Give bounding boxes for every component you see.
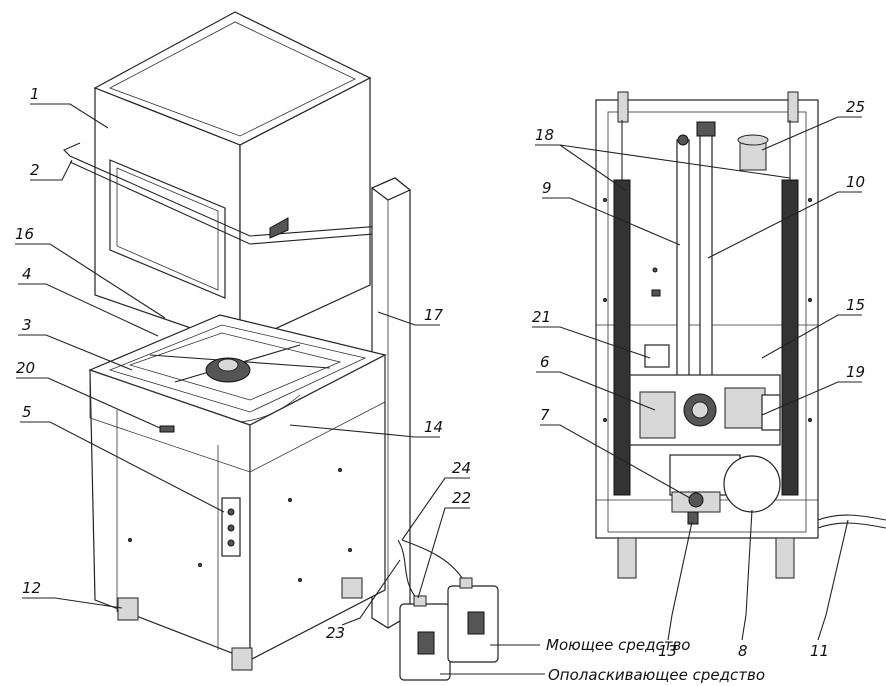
callout-18: 18	[535, 126, 554, 144]
callout-5: 5	[22, 403, 32, 421]
callout-labels: 1 2 16 4 3 20 5 12 17 14 24 22 23 18 9 2…	[15, 85, 865, 660]
tube-right	[699, 129, 713, 391]
callout-7: 7	[540, 406, 550, 424]
tank-front-latch	[159, 425, 175, 433]
callout-19: 19	[846, 363, 865, 381]
callout-14: 14	[424, 418, 443, 436]
callout-12: 12	[22, 579, 41, 597]
foot-right	[341, 577, 363, 599]
callout-25: 25	[846, 98, 865, 116]
callout-8: 8	[738, 642, 748, 660]
detergent-hose	[397, 539, 419, 601]
callout-22: 22	[452, 489, 471, 507]
callout-21: 21	[532, 308, 551, 326]
callout-13: 13	[658, 642, 677, 660]
callout-4: 4	[22, 265, 32, 283]
part-21	[644, 344, 670, 368]
callout-9: 9	[542, 179, 552, 197]
callout-11: 11	[810, 642, 829, 660]
leader-lines	[15, 103, 862, 675]
callout-17: 17	[424, 306, 444, 324]
hood-side	[239, 77, 371, 346]
callout-10: 10	[846, 173, 865, 191]
callout-16: 16	[15, 225, 34, 243]
tube-left	[676, 139, 690, 381]
rinse-hose	[401, 539, 463, 579]
drain-13	[687, 511, 699, 525]
callout-15: 15	[846, 296, 865, 314]
foot-front	[231, 647, 253, 671]
callout-23: 23	[326, 624, 345, 642]
callout-2: 2	[30, 161, 40, 179]
motor-8	[723, 455, 781, 513]
dishwasher-front-view	[63, 11, 499, 681]
detergent-canister	[447, 577, 499, 663]
callout-3: 3	[22, 316, 32, 334]
callout-1: 1	[30, 85, 40, 103]
caption-detergent: Моющее средство	[546, 636, 690, 654]
foot-left	[117, 597, 139, 621]
hood-window	[109, 159, 226, 299]
right-coil	[781, 179, 799, 496]
dishwasher-rear-view	[595, 91, 886, 579]
callout-24: 24	[452, 459, 471, 477]
callout-20: 20	[16, 359, 35, 377]
rinse-aid-canister	[399, 595, 451, 681]
caption-rinse-aid: Ополаскивающее средство	[548, 666, 765, 684]
left-coil	[613, 179, 631, 496]
callout-6: 6	[540, 353, 550, 371]
drain-hose-11	[817, 514, 886, 521]
hood-handle	[63, 142, 399, 245]
